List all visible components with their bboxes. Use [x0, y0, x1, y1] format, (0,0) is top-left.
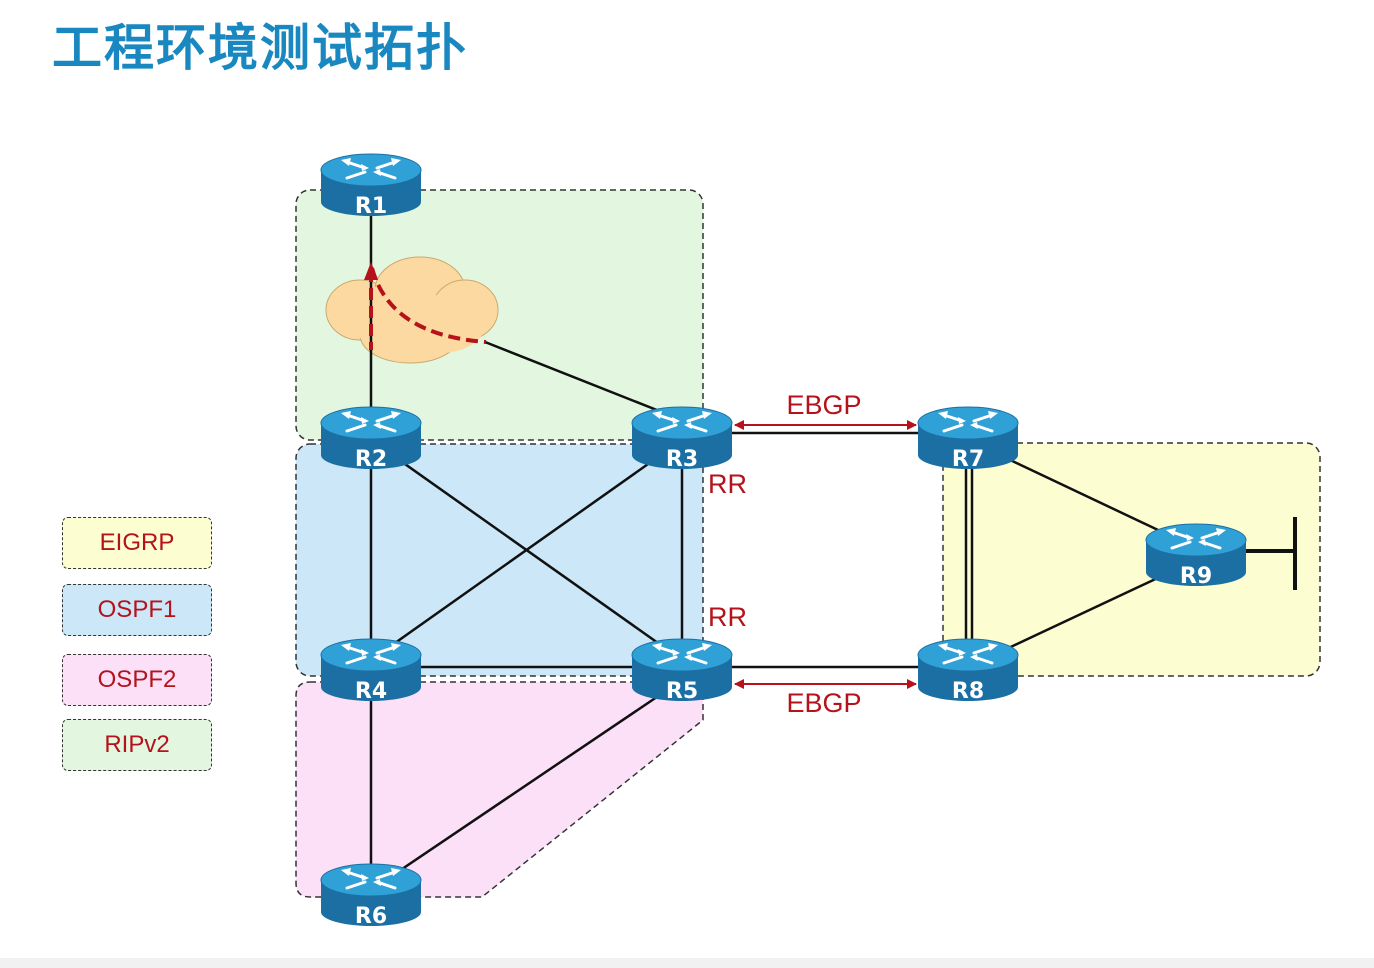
router-r8: R8 [916, 637, 1020, 704]
router-label: R3 [666, 447, 698, 472]
router-label: R8 [952, 679, 984, 704]
route-paths [369, 267, 487, 350]
legend-ospf2-label: OSPF2 [97, 666, 177, 693]
ospf1-area [295, 443, 704, 677]
footer-band [0, 958, 1374, 968]
link-r3-r4 [370, 438, 683, 662]
rr-label-r3: RR [708, 469, 747, 499]
legend-ospf1-label: OSPF1 [97, 596, 177, 623]
router-r6: R6 [319, 862, 423, 929]
router-r7: R7 [916, 405, 1020, 472]
link-cloud-r3 [484, 340, 683, 422]
router-label: R2 [355, 447, 387, 472]
router-label: R1 [355, 194, 387, 219]
legend-ripv2-label: RIPv2 [104, 731, 170, 758]
router-label: R9 [1180, 564, 1212, 589]
eigrp-area [942, 442, 1321, 677]
rr-label-r5: RR [708, 602, 747, 632]
ebgp-label-top: EBGP [786, 390, 861, 420]
ebgp-label-bottom: EBGP [786, 688, 861, 718]
router-r4: R4 [319, 637, 423, 704]
router-r5: R5 [630, 637, 734, 704]
router-label: R6 [355, 904, 387, 929]
legend-ripv2: RIPv2 [62, 719, 212, 771]
router-label: R4 [355, 679, 387, 704]
router-r9: R9 [1144, 522, 1248, 589]
page-title: 工程环境测试拓扑 [52, 19, 468, 77]
route-path-curve [370, 267, 487, 344]
legend-ospf1: OSPF1 [62, 584, 212, 636]
legend-ospf2: OSPF2 [62, 654, 212, 706]
cloud-icon [325, 256, 499, 364]
router-label: R7 [952, 447, 984, 472]
rip-area [295, 189, 704, 441]
router-r2: R2 [319, 405, 423, 472]
link-r5-r6 [370, 678, 683, 892]
route-arrowhead [364, 262, 378, 280]
router-r3: R3 [630, 405, 734, 472]
legend-eigrp-label: EIGRP [99, 529, 175, 556]
links [369, 200, 1297, 892]
legend-eigrp: EIGRP [62, 517, 212, 569]
router-r1: R1 [319, 152, 423, 219]
router-label: R5 [666, 679, 698, 704]
